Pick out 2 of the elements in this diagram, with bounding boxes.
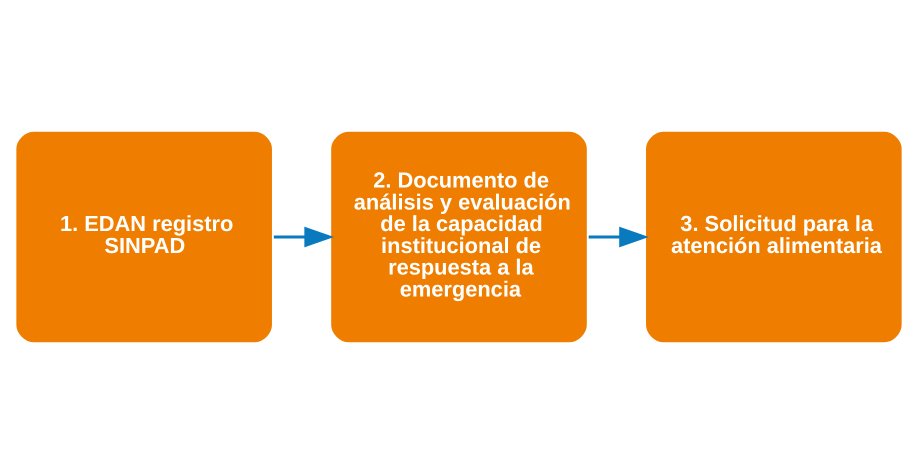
arrow [274, 226, 334, 247]
arrow [588, 226, 649, 247]
